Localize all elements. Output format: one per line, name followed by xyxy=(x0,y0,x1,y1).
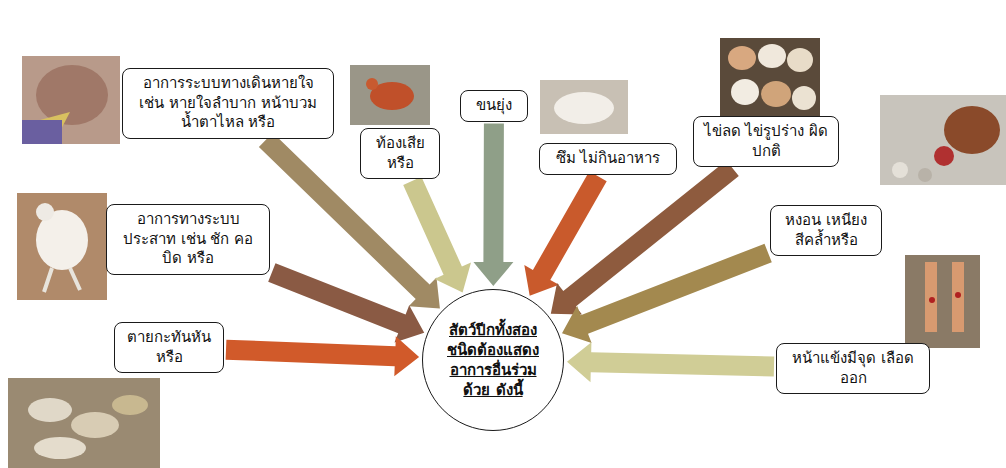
symptom-text: หน้าแข้งมีจุด เลือดออก xyxy=(785,349,921,388)
center-circle: สัตว์ปีกทั้งสอง ชนิดต้องแสดง อาการอื่นร่… xyxy=(422,289,564,431)
symptom-box: ซึม ไม่กินอาหาร xyxy=(539,143,677,175)
symptom-text: อาการระบบทางเดินหายใจ เช่น หายใจลำบาก หน… xyxy=(131,74,325,133)
block-arrow xyxy=(473,124,513,287)
symptom-text: ตายกะทันหัน หรือ xyxy=(123,328,215,367)
symptom-text: หงอน เหนียง สีคล้ำหรือ xyxy=(779,211,873,250)
symptom-text: ไข่ลด ไข่รูปร่าง ผิดปกติ xyxy=(702,122,830,161)
center-text: สัตว์ปีกทั้งสอง ชนิดต้องแสดง อาการอื่นร่… xyxy=(437,320,549,401)
block-arrow xyxy=(562,244,772,343)
symptom-box: อาการระบบทางเดินหายใจ เช่น หายใจลำบาก หน… xyxy=(122,68,334,139)
block-arrow xyxy=(268,263,424,342)
photo-red-hen xyxy=(350,65,430,125)
symptom-text: ขนยุ่ง xyxy=(469,96,519,116)
photo-sick-chicken-face xyxy=(22,56,120,144)
photo-chicken-legs xyxy=(905,255,980,348)
symptom-box: อาการทางระบบ ประสาท เช่น ชัก คอ บิด หรือ xyxy=(106,204,270,275)
photo-white-chicken xyxy=(540,80,628,134)
symptom-box: ท้องเสีย หรือ xyxy=(360,128,440,179)
symptom-box: ขนยุ่ง xyxy=(460,90,528,122)
photo-eggs xyxy=(720,38,820,122)
photo-rooster-pebbles xyxy=(880,95,1006,185)
block-arrow xyxy=(567,342,774,382)
symptom-box: หน้าแข้งมีจุด เลือดออก xyxy=(776,343,930,394)
symptom-text: อาการทางระบบ ประสาท เช่น ชัก คอ บิด หรือ xyxy=(115,210,261,269)
symptom-text: ซึม ไม่กินอาหาร xyxy=(548,149,668,169)
block-arrow xyxy=(403,177,471,293)
symptom-box: ตายกะทันหัน หรือ xyxy=(114,322,224,373)
symptom-text: ท้องเสีย หรือ xyxy=(369,134,431,173)
symptom-box: ไข่ลด ไข่รูปร่าง ผิดปกติ xyxy=(693,116,839,167)
symptom-box: หงอน เหนียง สีคล้ำหรือ xyxy=(770,205,882,256)
photo-neuro-chicken xyxy=(17,193,107,300)
block-arrow xyxy=(226,336,420,376)
photo-dead-chicks xyxy=(8,378,160,468)
